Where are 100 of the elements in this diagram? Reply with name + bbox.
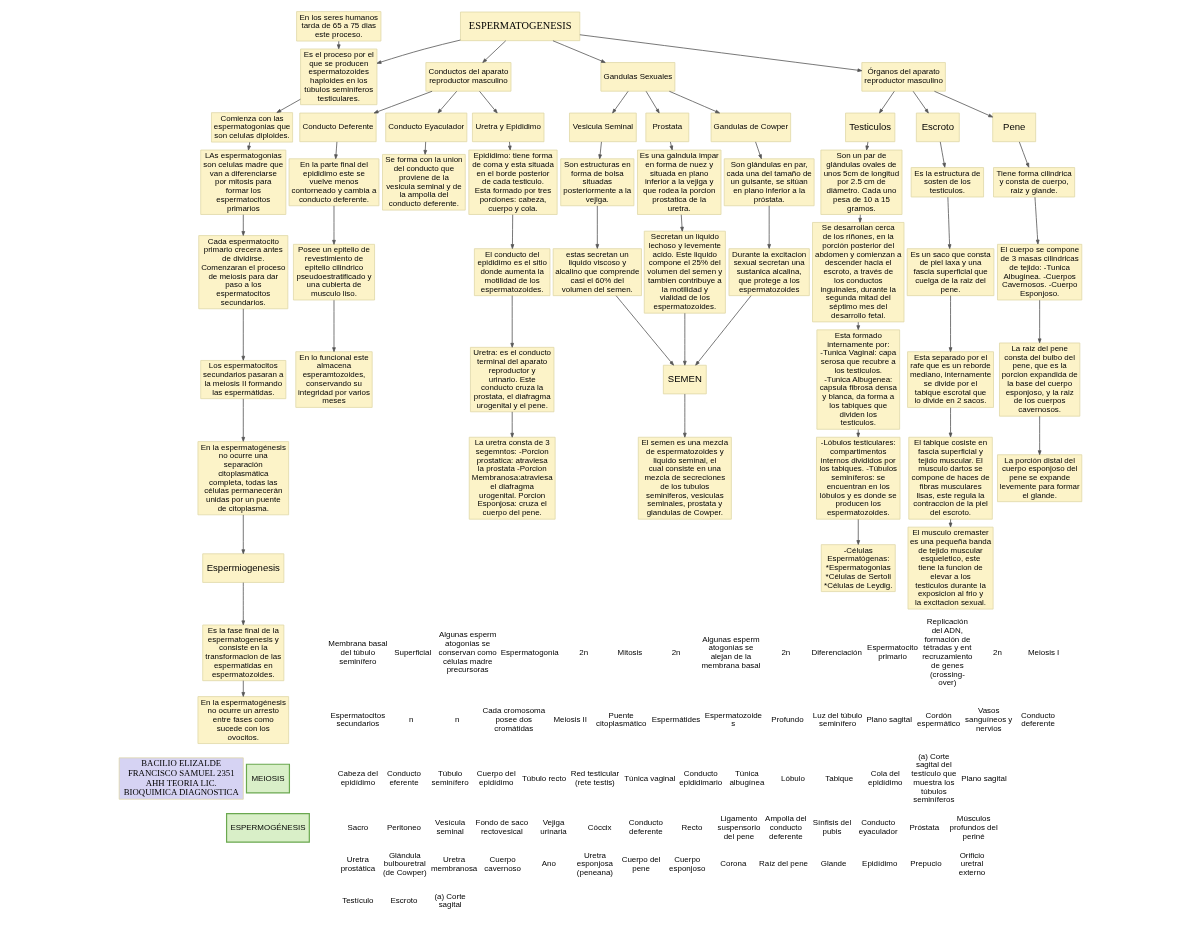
arrow <box>878 90 895 114</box>
node-box: Es un saco que consta de piel laxa y una fascia superficial que cuelga de la raiz del pene. <box>906 248 994 297</box>
label: Plano sagital <box>960 773 1007 783</box>
node-box: Uretra: es el conducto terminal del aparato reproductor y urinario. Este conducto cruza la prostata, el diafragma urogenital y el pene. <box>469 346 554 413</box>
arrow <box>423 141 427 155</box>
arrow <box>373 90 432 114</box>
node-box: Gandulas de Cowper <box>710 112 791 143</box>
node-box: Esta separado por el rafe que es un reborde mediano, internamente se divide por el tabique escrotal que lo divide en 2 sacos. <box>906 351 994 408</box>
arrow <box>948 407 952 438</box>
node-box: -Lóbulos testiculares: compartimentos internos divididos por los tabiques. -Túbulos seminíferos: se encuentran en los lóbulos y es donde se producen los espermatozoides. <box>815 436 900 520</box>
label: Uretra esponjosa (peneana) <box>576 850 613 878</box>
arrow <box>595 205 599 249</box>
arrow <box>1037 299 1041 344</box>
arrow <box>1034 196 1039 245</box>
arrow <box>481 40 506 63</box>
arrow <box>682 312 687 366</box>
arrow <box>241 680 245 697</box>
node-box: En los seres humanos tarda de 65 a 75 dias este proceso. <box>295 11 381 42</box>
node-box: Esta formado internamente por: -Tunica Vaginal: capa serosa que recubre a los testiculos. -Tunica Albugenea: capsula fibrosa densa y blanca, da forma a los tabiques que dividen los testiculos. <box>816 329 900 430</box>
arrow <box>336 40 341 50</box>
label: Conducto deferente <box>1020 710 1055 729</box>
node-box: Tiene forma cilindrica y consta de cuerpo, raiz y glande. <box>992 167 1075 198</box>
node-box: Es la estructura de sosten de los testiculos. <box>910 167 984 198</box>
label: Músculos profundos del periné <box>949 814 998 841</box>
node-box: La raiz del pene consta del bulbo del pene, que es la porcion expandida de la base del cuerpo esponjoso, y la raiz de los cuerpos cavernosos. <box>998 342 1080 417</box>
arrow <box>376 39 461 64</box>
label: Mitosis <box>617 647 642 657</box>
label: Epidídimo <box>861 859 897 869</box>
arrow <box>241 398 245 442</box>
label: Recto <box>681 822 702 832</box>
label: n <box>454 715 460 725</box>
node-box: ESPERMATOGENESIS <box>459 11 580 42</box>
node-box: BACILIO ELIZALDE FRANCISCO SAMUEL 2351 AHH TEORIA LIC. BIOQUIMICA DIAGNOSTICA <box>118 757 244 800</box>
label: Cuerpo del pene <box>621 855 660 873</box>
label: Profundo <box>770 715 804 725</box>
label: Algunas espermatogonias se alejan de la membrana basal <box>700 634 761 670</box>
label: Glándula bulbouretral (de Cowper) <box>382 850 427 878</box>
arrow <box>437 90 457 114</box>
arrow <box>933 90 993 118</box>
node-box: El cuerpo se compone de 3 masas cilindricas de tejido: -Tunica Albuginea. -Cuerpos Cavernosos. -Cuerpo Esponjoso. <box>996 243 1082 301</box>
arrow <box>241 308 245 361</box>
node-box: En la parte final del epididimo este se vuelve menos contorneado y cambia a conducto deferente. <box>288 158 379 207</box>
arrow <box>1037 415 1041 456</box>
label: Corona <box>719 859 746 869</box>
arrow <box>855 518 860 545</box>
label: Túnica vaginal <box>623 773 675 783</box>
label: Lóbulo <box>780 773 805 783</box>
label: Túnica albugínea <box>728 769 764 787</box>
arrow <box>948 295 952 352</box>
arrow <box>509 411 514 438</box>
node-box: Espermiogenesis <box>201 553 284 583</box>
label: n <box>408 715 413 725</box>
label: Algunas espermatogonias se conservan como células madre precursoras <box>438 630 497 675</box>
label: Vasos sanguíneos y nervios <box>964 706 1012 733</box>
label: Ligamento suspensorio del pene <box>717 814 760 841</box>
node-box: El conducto del epididimo es el sitio donde aumenta la motilidad de los espermatozoides. <box>473 248 550 297</box>
label: Escroto <box>390 896 417 906</box>
node-box: Conducto Deferente <box>298 112 377 143</box>
label: Replicación del ADN, formación de tétradas y entrecruzamiento de genes (crossing-over) <box>921 617 973 688</box>
label: 2n <box>780 647 790 657</box>
arrow <box>276 98 301 113</box>
label: Raíz del pene <box>758 859 808 869</box>
label: Uretra prostática <box>340 855 375 873</box>
label: Puente citoplasmático <box>595 710 646 729</box>
node-box: ESPERMOGÉNESIS <box>225 812 310 843</box>
arrow <box>668 90 720 114</box>
label: Cuerpo del epidídimo <box>476 769 516 787</box>
label: Próstata <box>909 822 939 832</box>
arrow <box>611 90 629 114</box>
node-box: Posee un epitelio de revestimiento de epitelio cilindrico pseudoestratificado y una cubierta de musculo liso. <box>292 243 375 301</box>
label: (a) Corte sagital <box>433 891 466 910</box>
label: Meiosis I <box>1027 647 1059 657</box>
label: Luz del túbulo seminífero <box>812 710 862 729</box>
arrow <box>947 196 951 249</box>
arrow <box>855 321 860 330</box>
node-box: Son un par de glándulas ovales de unos 5cm de longitud por 2.5 cm de diámetro. Cada uno pesa de 10 a 15 gramos. <box>819 149 902 215</box>
label: Túbulo seminífero <box>431 769 469 787</box>
node-box: Secretan un liquido lechoso y levemente acido. Este liquido compone el 25% del volumen del semen y tambien contribuye a la motilidad y vialidad de los espermatozoides. <box>643 230 726 314</box>
node-box: Testiculos <box>844 112 895 143</box>
label: Membrana basal del túbulo seminífero <box>327 639 387 666</box>
label: Conducto eferente <box>386 769 421 787</box>
node-box: Durante la excitacion sexual secretan una sustanica alcalina, que protege a los espermatozoides <box>728 248 810 297</box>
arrow <box>241 582 245 626</box>
label: Superficial <box>393 647 431 657</box>
node-box: La porción distal del cuerpo esponjoso del pene se expande levemente para formar el glande. <box>996 454 1082 503</box>
label: Cordón espermático <box>916 710 960 729</box>
node-box: En la espermatogénesis no ocurre una separación citoplasmática completa, todas las células permanecerán unidas por un puente de citoplasma. <box>197 441 289 516</box>
node-box: Epididimo: tiene forma de coma y esta situada en el borde posterior de cada testiculo. Esta formado por tres porciones: cabeza, cuerpo y cola. <box>467 149 558 215</box>
label: 2n <box>578 647 588 657</box>
node-box: Es una galndula impar en forma de nuez y situada en plano inferior a la vejiga y que rodea la porcion prostatica de la uretra. <box>636 149 721 215</box>
node-box: En lo funcional este almacena esperamtozoides, conservando su integridad por varios meses <box>294 351 373 408</box>
arrow <box>857 214 862 223</box>
label: Cuerpo cavernoso <box>483 855 521 873</box>
label: Cabeza del epidídimo <box>337 769 378 787</box>
label: Red testicular (rete testis) <box>570 769 619 787</box>
arrow <box>509 295 514 348</box>
label: Conducto deferente <box>628 818 663 837</box>
node-box: Son glándulas en par, cada una del tamaño de un guisante, se sitúan en plano inferior a la próstata. <box>723 158 814 207</box>
arrow <box>669 141 673 151</box>
arrow <box>865 141 869 151</box>
